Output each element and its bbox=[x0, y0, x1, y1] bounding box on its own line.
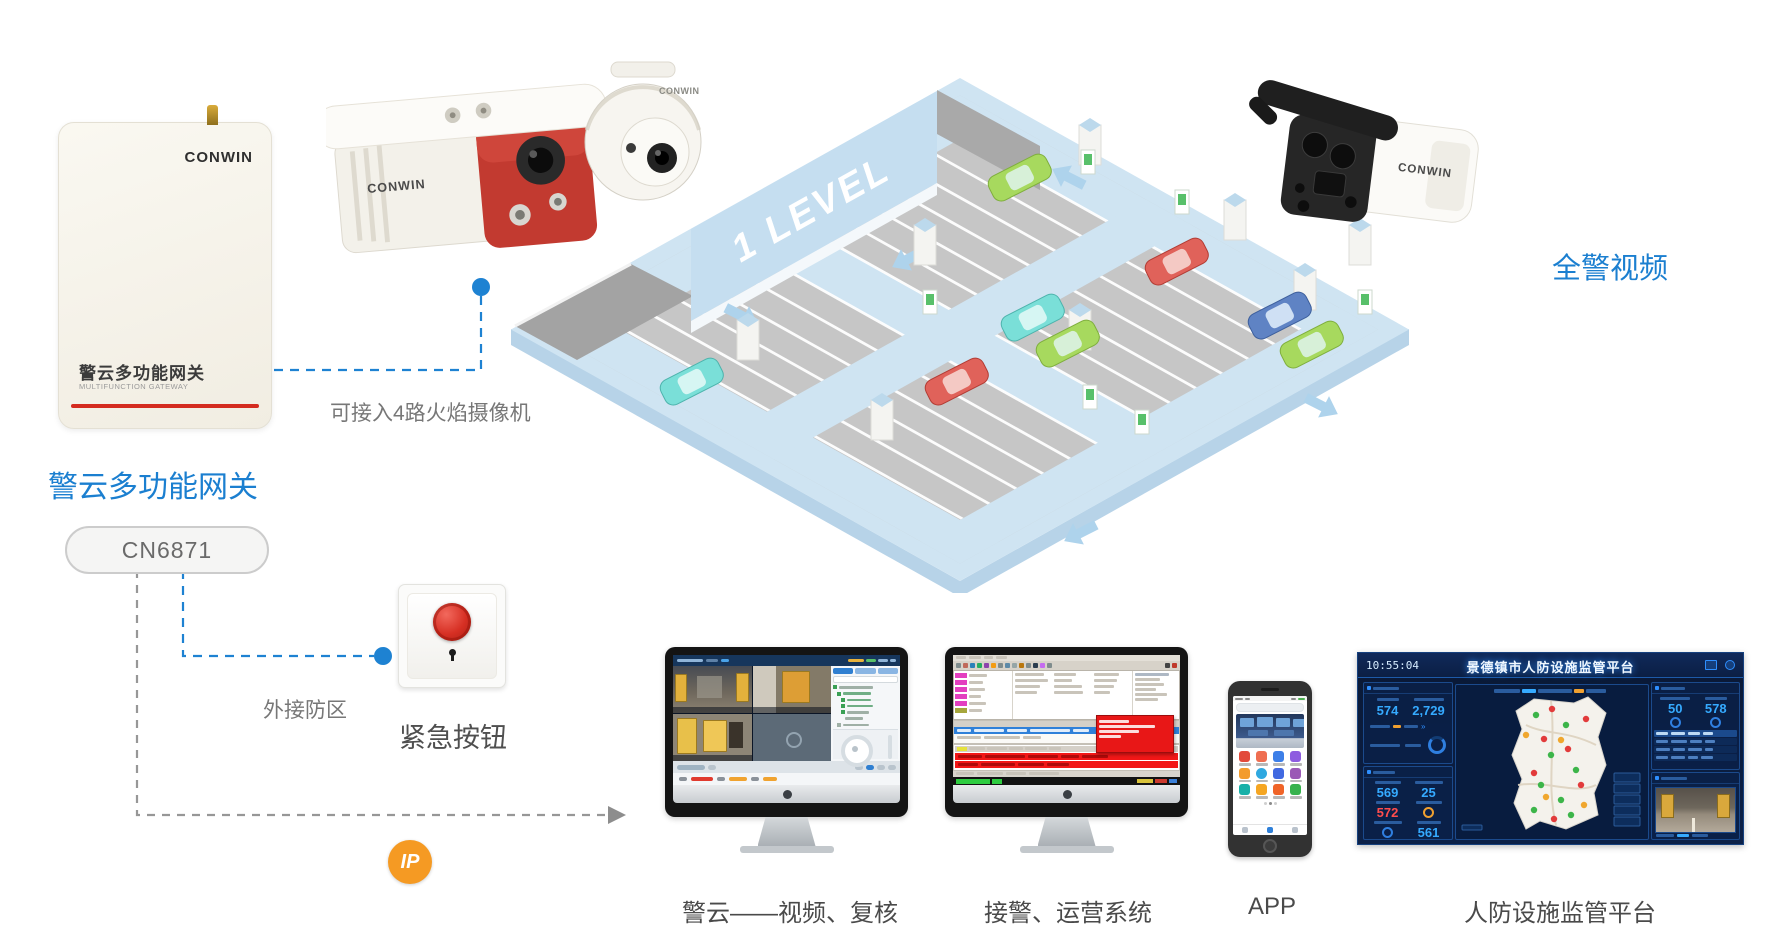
fire-camera: CONWIN bbox=[326, 83, 607, 254]
red-panic-button bbox=[433, 603, 471, 641]
brand-logo: CONWIN bbox=[184, 149, 253, 166]
monitor-chin bbox=[673, 785, 900, 803]
brand-logo: CONWIN bbox=[367, 177, 427, 196]
alarm-legend-bar bbox=[673, 773, 900, 785]
gateway-product-name: 警云多功能网关 bbox=[79, 364, 205, 383]
dome-camera: CONWIN bbox=[584, 61, 702, 201]
station-label-platform: 人防设施监管平台 bbox=[1464, 900, 1656, 927]
panic-button-label: 紧急按钮 bbox=[399, 723, 507, 753]
video-client-screen bbox=[673, 655, 900, 785]
video-monitor-panel bbox=[1651, 772, 1740, 840]
dashboard-time: 10:55:04 bbox=[1366, 659, 1419, 672]
antenna bbox=[207, 105, 218, 125]
arrowhead-icon bbox=[608, 806, 626, 824]
user-icon bbox=[1725, 660, 1735, 670]
monitor-dispatch-workstation bbox=[945, 647, 1188, 853]
app-screen bbox=[1233, 696, 1307, 835]
blue-ring-icon bbox=[1710, 717, 1722, 728]
monitor-stand bbox=[1037, 817, 1096, 846]
map-buttons bbox=[1613, 772, 1641, 827]
video-cell-empty bbox=[752, 714, 831, 761]
map-panel bbox=[1455, 684, 1649, 840]
video-client-titlebar bbox=[673, 655, 900, 666]
home-button bbox=[1263, 839, 1277, 853]
full-police-video-label: 全警视频 bbox=[1552, 253, 1669, 285]
search-input bbox=[1236, 703, 1304, 712]
emergency-button-device bbox=[398, 584, 506, 688]
police-camera: CONWIN bbox=[1249, 80, 1479, 223]
level-text: 1 LEVEL bbox=[724, 148, 897, 270]
video-cell bbox=[673, 666, 752, 713]
dashboard-title: 景德镇市人防设施监管平台 bbox=[1466, 660, 1635, 675]
blue-ring-icon bbox=[1669, 717, 1681, 728]
alarm-row bbox=[955, 760, 1178, 768]
toolbar-icons bbox=[953, 660, 1180, 671]
status-dots bbox=[1522, 705, 1590, 823]
entrance-ramp bbox=[515, 264, 693, 360]
ptz-wheel bbox=[841, 734, 873, 767]
gateway-device: CONWIN 警云多功能网关 MULTIFUNCTION GATEWAY bbox=[58, 105, 272, 429]
map-caption bbox=[1494, 689, 1606, 693]
playback-controls bbox=[673, 761, 900, 773]
keyhole-icon bbox=[449, 649, 456, 661]
ptz-control bbox=[833, 728, 898, 767]
external-zone-label: 外接防区 bbox=[263, 699, 347, 722]
model-badge: CN6871 bbox=[65, 526, 269, 574]
garage-video-thumbnail bbox=[1655, 787, 1736, 833]
level-wall bbox=[691, 91, 937, 321]
selected-row bbox=[954, 727, 1179, 735]
message-icon bbox=[1705, 660, 1717, 670]
ring-gauge bbox=[1428, 736, 1446, 754]
gateway-label: 警云多功能网关 bbox=[48, 471, 258, 504]
station-label-dispatch: 接警、运营系统 bbox=[984, 900, 1152, 927]
status-bar bbox=[953, 777, 1180, 785]
video-cell bbox=[673, 714, 752, 761]
fire-camera-note: 可接入4路火焰摄像机 bbox=[330, 402, 531, 425]
monitor-stand bbox=[757, 817, 816, 846]
monitor-bezel bbox=[665, 647, 908, 817]
zoom-slider bbox=[888, 734, 892, 759]
monitor-base bbox=[739, 846, 834, 853]
connector-dot-panic bbox=[374, 647, 392, 665]
gateway-product-name-en: MULTIFUNCTION GATEWAY bbox=[79, 382, 189, 391]
city-map bbox=[1461, 689, 1641, 831]
connector-dot-firecam bbox=[472, 278, 490, 296]
brand-logo: CONWIN bbox=[659, 86, 700, 96]
video-cell bbox=[752, 666, 831, 713]
orange-ring-icon bbox=[1423, 807, 1434, 818]
video-grid bbox=[673, 666, 831, 761]
dashboard-header: 10:55:04 景德镇市人防设施监管平台 bbox=[1358, 653, 1743, 678]
red-accent-line bbox=[71, 404, 259, 408]
tab-bar bbox=[1233, 824, 1307, 835]
connector-gateway-to-stations bbox=[135, 570, 608, 817]
app-icon-grid bbox=[1233, 748, 1307, 802]
monitor-base bbox=[1019, 846, 1114, 853]
station-label-video: 警云——视频、复核 bbox=[682, 900, 898, 927]
ip-badge: IP bbox=[388, 840, 432, 884]
phone-speaker bbox=[1261, 688, 1279, 691]
dispatch-app-screen bbox=[953, 655, 1180, 785]
connector-model-to-panic bbox=[181, 570, 374, 658]
blue-ring-icon bbox=[1382, 827, 1393, 838]
monitor-center-photo bbox=[1236, 714, 1304, 748]
accounts-table bbox=[953, 670, 1180, 721]
device-tree-panel bbox=[831, 666, 900, 767]
alarm-popup bbox=[1096, 715, 1174, 754]
monitor-video-workstation bbox=[665, 647, 908, 853]
event-queue bbox=[953, 715, 1180, 754]
station-label-app: APP bbox=[1247, 893, 1297, 920]
alarm-row bbox=[955, 752, 1178, 760]
phone-app bbox=[1228, 681, 1312, 857]
connector-firecam-to-gateway bbox=[268, 296, 483, 372]
monitor-chin bbox=[953, 785, 1180, 803]
monitor-bezel bbox=[945, 647, 1188, 817]
